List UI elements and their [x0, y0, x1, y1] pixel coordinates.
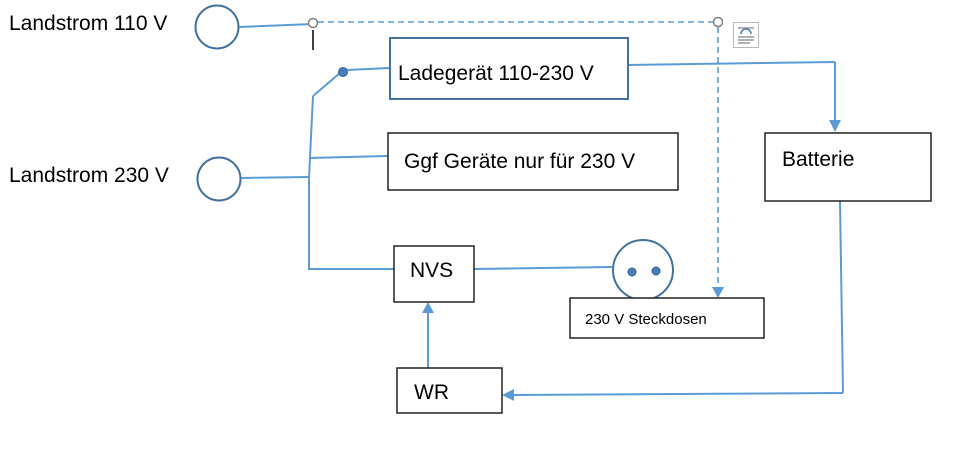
- line-switch-to-charger: [346, 67, 391, 71]
- shore-230-inlet: [196, 156, 242, 202]
- bus-vertical-upper: [308, 95, 314, 179]
- socket-pin-left: [627, 267, 637, 277]
- label-charger: Ladegerät 110-230 V: [398, 62, 594, 85]
- line-battery-to-inverter: [512, 392, 844, 396]
- sockets-box-frame: [569, 297, 765, 339]
- devices-box-frame: [387, 132, 679, 191]
- label-sockets: 230 V Steckdosen: [585, 311, 707, 328]
- connector-handle-start[interactable]: [307, 17, 319, 29]
- shore-110-inlet: [194, 4, 240, 50]
- arrowhead-inverter: [502, 389, 514, 401]
- charger-box-frame: [389, 37, 629, 100]
- label-shore-110: Landstrom 110 V: [9, 12, 168, 35]
- arrowhead-nvs: [422, 302, 434, 313]
- connector-handle-end[interactable]: [712, 16, 724, 28]
- inverter-box-frame: [396, 367, 503, 414]
- label-devices-230: Ggf Geräte nur für 230 V: [404, 150, 636, 173]
- line-charger-to-battery-h: [627, 61, 836, 66]
- line-battery-down: [839, 200, 844, 394]
- line-shore230-to-bus: [240, 176, 310, 179]
- battery-box-frame: [764, 132, 932, 202]
- arrowhead-battery: [829, 120, 841, 132]
- label-shore-230: Landstrom 230 V: [9, 164, 169, 187]
- text-wrap-icon[interactable]: [733, 22, 759, 48]
- text-wrap-icon-glyph: [738, 27, 754, 44]
- label-nvs: NVS: [410, 259, 454, 282]
- switch-contact: [338, 67, 348, 77]
- line-shore110-to-switch: [238, 23, 314, 28]
- label-inverter: WR: [414, 381, 449, 404]
- line-nvs-to-socket: [473, 266, 613, 270]
- arrowhead-sockets: [712, 287, 724, 298]
- socket-symbol: [612, 239, 674, 301]
- switch-blade: [312, 72, 341, 97]
- line-bus-to-devices: [308, 155, 389, 159]
- label-battery: Batterie: [782, 148, 855, 171]
- nvs-box-frame: [393, 245, 475, 303]
- socket-pin-right: [651, 266, 661, 276]
